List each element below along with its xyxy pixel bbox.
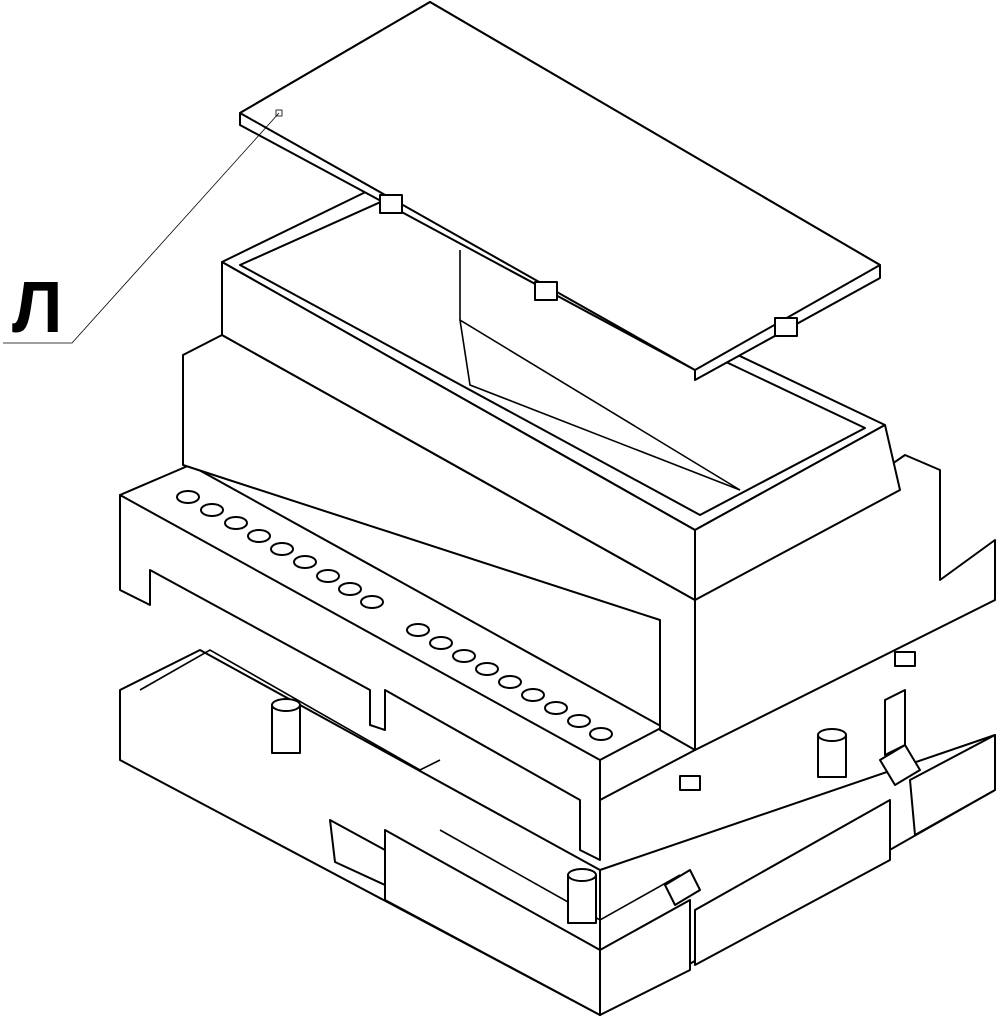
terminal-holes [176, 490, 613, 741]
callout-label: Л [12, 268, 63, 348]
leader-line [3, 112, 280, 344]
middle-tier [182, 334, 996, 791]
upper-tier [221, 184, 901, 601]
callout: Л [3, 112, 280, 348]
base-housing [119, 649, 996, 1016]
lid [239, 1, 881, 381]
screw-posts [271, 698, 847, 924]
